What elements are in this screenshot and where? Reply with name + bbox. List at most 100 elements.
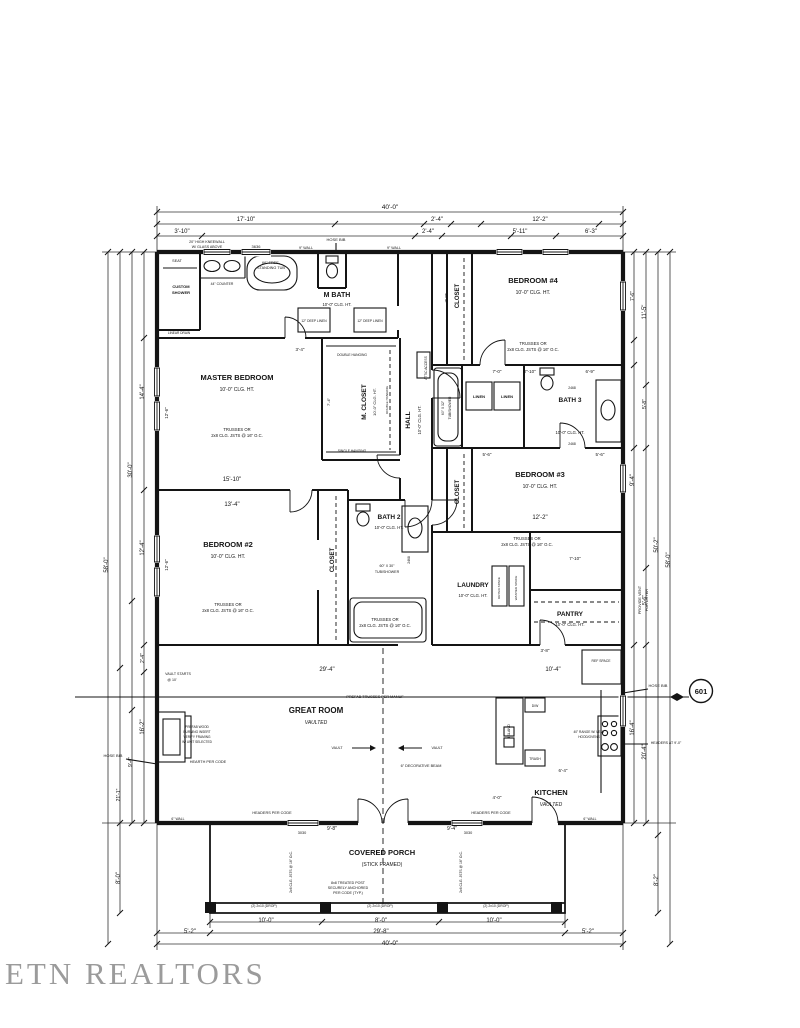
plan-annotation: LINEAR DRAIN <box>168 331 191 335</box>
plan-annotation: SEAT <box>172 259 182 263</box>
dishwasher <box>524 697 546 713</box>
plan-annotation: 10'-0" CLG. HT. <box>322 302 351 307</box>
window-icon <box>154 535 160 563</box>
plan-annotation: 5'-2" <box>582 929 594 935</box>
sink-icon <box>223 259 241 273</box>
room-label: KITCHEN <box>534 788 567 797</box>
island-sink <box>503 737 515 748</box>
burner-icon <box>610 720 618 728</box>
plan-annotation: HOSE BIB <box>649 683 668 688</box>
plan-annotation: 10'-0" CLG. HT. <box>220 387 255 393</box>
plan-annotation: SECURELY ANCHORED <box>328 886 369 890</box>
plan-annotation: 3636 <box>252 244 262 249</box>
plan-annotation: 5'-8" <box>642 399 648 409</box>
plan-annotation: 2468 <box>568 442 576 446</box>
plan-annotation: 2x8 CLG. JSTS @ 16" O.C. <box>202 608 254 613</box>
plan-annotation: 2x6 CLG. JSTS @ 16" O.C. <box>459 851 463 893</box>
sink-icon <box>600 399 616 421</box>
section-callout-601: 601 <box>688 678 714 704</box>
plan-annotation: 12'-4" <box>140 540 146 555</box>
section-marker-diamond <box>670 693 684 701</box>
window-icon <box>154 567 160 597</box>
plan-annotation: 60" X 32" <box>441 400 445 415</box>
range <box>597 715 622 757</box>
plan-annotation: VAULTED <box>305 720 328 726</box>
linen-cabinet <box>353 307 387 333</box>
window-icon <box>620 695 626 727</box>
plan-annotation: 20" HIGH KNEEWALL <box>189 240 225 244</box>
plan-annotation: 2468 <box>407 556 411 564</box>
fixtures <box>125 243 649 793</box>
plan-annotation: 6'-9" <box>586 369 595 374</box>
plan-annotation: W/ GLASS ABOVE <box>192 245 223 249</box>
plan-annotation: 8'-2" <box>654 874 660 886</box>
plan-annotation: 2468 <box>568 386 576 390</box>
plan-annotation: 3'-4" <box>296 347 305 352</box>
plan-annotation: VERIFY FRAMING <box>183 735 211 739</box>
plan-annotation: 30'-0" <box>128 462 134 477</box>
plan-annotation: 9'-4" <box>128 757 134 767</box>
island-sink <box>503 726 515 737</box>
plan-annotation: 3030 <box>298 831 306 835</box>
plan-annotation: 13'-4" <box>224 502 239 508</box>
plan-annotation: 15'-10" <box>223 477 242 483</box>
plan-annotation: 66" FREE- <box>262 261 281 265</box>
plan-annotation: STANDING TUB <box>257 266 285 270</box>
plan-annotation: REF SPACE <box>592 659 612 663</box>
vanity-counter <box>401 505 429 553</box>
section-line <box>75 693 689 701</box>
plan-annotation: 10'-4" <box>545 667 560 673</box>
fireplace-insert <box>162 718 181 756</box>
plan-annotation: 3'-8" <box>541 648 550 653</box>
plan-annotation: 60" X 30" <box>380 564 396 568</box>
plan-annotation: (STICK FRAMED) <box>362 862 403 868</box>
window-icon <box>542 249 569 255</box>
room-label: CUSTOM <box>172 284 190 289</box>
plan-annotation: 9" WALL <box>387 246 401 250</box>
plan-annotation: 16'-4" <box>630 720 636 735</box>
plan-annotation: W/ UNIT SELECTED <box>182 740 213 744</box>
window-icon <box>287 820 319 826</box>
plan-annotation: 2x8 CLG. JSTS @ 16" O.C. <box>211 433 263 438</box>
linen-cabinet <box>297 307 331 333</box>
plan-annotation: 3'-10" <box>174 229 189 235</box>
plan-annotation: BURNING INSERT <box>183 730 210 734</box>
room-label: BATH 2 <box>378 514 401 521</box>
plan-annotation: 12" DEEP LINEN <box>357 319 383 323</box>
window-icon <box>496 249 523 255</box>
plan-annotation: TRUSSES OR <box>223 427 250 432</box>
plan-annotation: 29'-8" <box>373 929 388 935</box>
window-icon <box>620 464 626 493</box>
toilet-tank <box>325 255 339 264</box>
dryer-space <box>491 565 508 607</box>
plan-annotation: 12'-2" <box>532 515 547 521</box>
plan-annotation: 14'-4" <box>140 384 146 399</box>
plan-annotation: TUB/SHOWER <box>375 570 400 574</box>
plan-annotation: 8'-0" <box>116 872 122 884</box>
plan-annotation: 40'-0" <box>382 204 399 211</box>
plan-annotation: 9'-8" <box>327 826 337 832</box>
trash-cabinet <box>524 749 546 767</box>
tub-basin <box>437 372 459 442</box>
plan-annotation: TRUSSES OR <box>513 536 540 541</box>
plan-annotation: 11'-5" <box>642 305 648 320</box>
toilet-icon <box>356 511 370 527</box>
refrigerator-space <box>581 649 622 685</box>
oven-icon <box>610 743 618 751</box>
closet-shelves <box>326 345 396 453</box>
plan-annotation: ATTIC ACCESS <box>424 355 428 379</box>
plan-annotation: TRUSSES OR <box>214 602 241 607</box>
door-swings <box>284 316 586 824</box>
plan-annotation: TUB/SHOWER <box>448 396 452 420</box>
room-label: BEDROOM #2 <box>203 540 253 549</box>
plan-annotation: 10'-0" CLG. HT. <box>458 593 487 598</box>
burner-icon <box>610 729 618 737</box>
plan-annotation: 5'-6" <box>596 452 605 457</box>
plan-annotation: 21'-1" <box>116 788 122 801</box>
plan-annotation: 16'-2" <box>140 719 146 734</box>
plan-annotation: 50'-2" <box>654 537 660 552</box>
plan-annotation: VAULT <box>331 746 343 750</box>
room-label: COVERED PORCH <box>349 848 415 857</box>
plan-annotation: 9" WALL <box>299 246 313 250</box>
plan-annotation: 12" DEEP LINEN <box>301 319 327 323</box>
